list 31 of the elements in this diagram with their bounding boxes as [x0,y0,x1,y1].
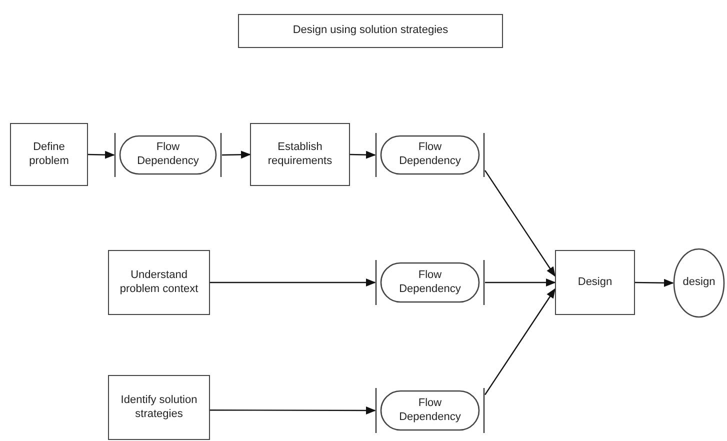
node-label: Understand problem context [118,268,200,296]
process-box [555,250,635,315]
arrow [210,406,376,414]
node-label: Design [576,276,614,290]
flow-dependency-shape [375,133,485,177]
arrow [484,288,556,396]
arrow [210,278,376,286]
arrow [635,278,674,287]
arrow [485,278,556,286]
node-label: Establish requirements [266,140,334,168]
flow-dependency-shape [114,133,222,177]
process-box [108,375,210,440]
process-box [108,250,210,315]
node-label: Flow Dependency [398,141,462,169]
title-box [238,14,503,48]
process-box [10,123,88,186]
arrow [484,170,556,277]
arrow [222,150,251,159]
node-label: Flow Dependency [398,268,462,296]
process-box [250,123,350,186]
node-label: Flow Dependency [136,141,200,169]
flow-dependency-shape [375,388,485,433]
node-label: Flow Dependency [398,396,462,424]
flow-dependency-shape [375,260,485,305]
node-label: Design using solution strategies [292,24,448,38]
node-label: design [682,276,716,290]
node-label: Identify solution strategies [120,394,198,422]
output-ellipse [673,248,725,318]
arrow [350,150,376,159]
arrow [88,150,115,159]
node-label: Define problem [28,140,70,168]
